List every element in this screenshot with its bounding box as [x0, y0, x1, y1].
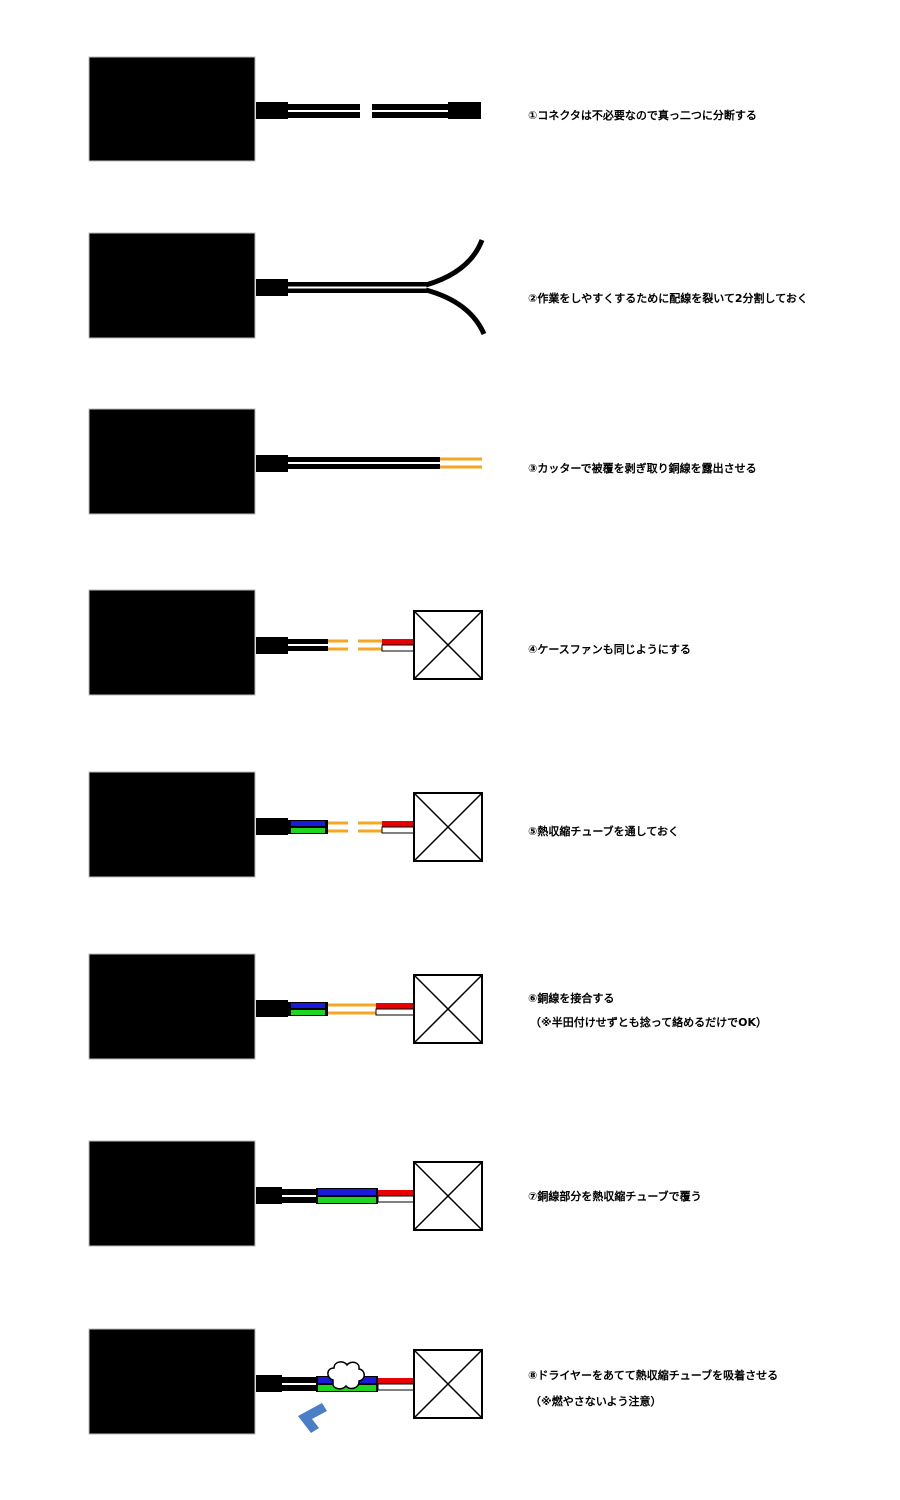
step-3-diagram	[88, 408, 482, 515]
fan-wires	[381, 821, 415, 834]
connector-stub	[256, 102, 288, 119]
device-box	[88, 232, 256, 339]
cable-insulated	[288, 457, 440, 469]
step-2-label: ②作業をしやすくするために配線を裂いて2分割しておく	[528, 292, 808, 305]
copper-exposed-left	[328, 639, 348, 651]
copper-exposed-left	[328, 821, 348, 833]
connector-stub	[256, 279, 288, 296]
device-box	[88, 56, 256, 162]
copper-joined	[328, 1003, 376, 1015]
step-4-label: ④ケースファンも同じようにする	[528, 643, 691, 656]
step-6-note: （※半田付けせずとも捻って絡めるだけでOK）	[530, 1016, 768, 1029]
copper-exposed	[440, 457, 482, 469]
cable-segment-right	[372, 104, 448, 118]
step-2: ②作業をしやすくするために配線を裂いて2分割しておく	[0, 232, 900, 342]
cable-insulated	[282, 1189, 318, 1203]
step-4-diagram	[88, 589, 483, 696]
connector-stub	[256, 637, 288, 654]
connector-stub	[256, 455, 288, 472]
hot-air-cloud-icon	[327, 1361, 365, 1390]
fan-wires	[381, 639, 415, 652]
split-wire-lower	[425, 287, 487, 336]
case-fan-icon	[413, 792, 483, 862]
device-box	[88, 408, 256, 515]
step-6-diagram	[88, 953, 483, 1060]
device-box	[88, 953, 256, 1060]
case-fan-icon	[413, 1161, 483, 1231]
connector-stub	[256, 1375, 282, 1392]
connector-stub	[256, 1000, 288, 1017]
step-1: ①コネクタは不必要なので真っ二つに分断する	[0, 55, 900, 165]
fan-wires	[377, 1378, 415, 1391]
step-7-diagram	[88, 1140, 483, 1247]
step-3-label: ③カッターで被覆を剥ぎ取り銅線を露出させる	[528, 462, 757, 475]
device-box	[88, 589, 256, 696]
case-fan-icon	[413, 1349, 483, 1419]
connector-end	[448, 102, 481, 119]
device-box	[88, 771, 256, 878]
cable-main	[288, 282, 428, 293]
step-5: ⑤熱収縮チューブを通しておく	[0, 771, 900, 881]
copper-exposed-right	[358, 639, 382, 651]
case-fan-icon	[413, 974, 483, 1044]
case-fan-icon	[413, 610, 483, 680]
step-4: ④ケースファンも同じようにする	[0, 589, 900, 699]
connector-stub	[256, 818, 288, 835]
step-1-label: ①コネクタは不必要なので真っ二つに分断する	[528, 109, 757, 122]
heat-shrink-tube	[288, 1002, 328, 1016]
device-box	[88, 1328, 256, 1435]
step-7-label: ⑦銅線部分を熱収縮チューブで覆う	[528, 1190, 702, 1203]
heat-shrink-tube	[316, 1188, 378, 1204]
hair-dryer-icon	[298, 1403, 327, 1433]
step-6-label: ⑥銅線を接合する	[528, 992, 615, 1005]
copper-exposed-right	[358, 821, 382, 833]
cable-insulated	[282, 1377, 318, 1391]
heat-shrink-tube	[288, 820, 328, 834]
step-8-note: （※燃やさないよう注意）	[530, 1395, 662, 1408]
split-wire-upper	[425, 239, 485, 288]
step-3: ③カッターで被覆を剥ぎ取り銅線を露出させる	[0, 408, 900, 518]
step-8: ⑧ドライヤーをあてて熱収縮チューブを吸着させる （※燃やさないよう注意）	[0, 1328, 900, 1448]
step-7: ⑦銅線部分を熱収縮チューブで覆う	[0, 1140, 900, 1250]
step-8-diagram	[88, 1328, 483, 1435]
connector-stub	[256, 1187, 282, 1204]
cable-segment-left	[288, 104, 360, 118]
step-5-diagram	[88, 771, 483, 878]
device-box	[88, 1140, 256, 1247]
step-1-diagram	[88, 56, 481, 162]
step-2-diagram	[88, 232, 487, 339]
fan-wires	[375, 1003, 415, 1016]
step-5-label: ⑤熱収縮チューブを通しておく	[528, 825, 679, 838]
step-6: ⑥銅線を接合する （※半田付けせずとも捻って絡めるだけでOK）	[0, 953, 900, 1063]
fan-wires	[377, 1190, 415, 1203]
cable-insulated	[288, 639, 328, 651]
step-8-label: ⑧ドライヤーをあてて熱収縮チューブを吸着させる	[528, 1369, 779, 1382]
